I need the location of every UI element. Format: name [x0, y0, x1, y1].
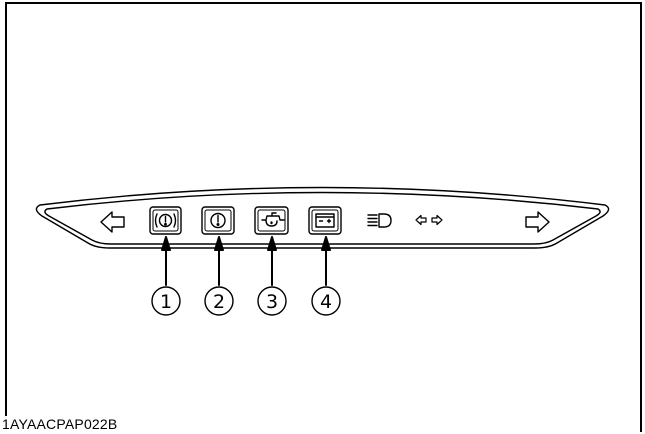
- leader-1-arrowhead: [161, 236, 171, 251]
- figure-frame: [5, 2, 642, 432]
- callout-circle-4: [311, 286, 341, 316]
- callout-number-3: 3: [266, 291, 278, 313]
- battery-charge-icon: [308, 206, 342, 235]
- callout-number-4: 4: [320, 291, 332, 313]
- turn-right-arrow-icon: [525, 211, 550, 233]
- leader-2-arrowhead: [214, 236, 224, 251]
- callout-number-1: 1: [160, 291, 172, 313]
- high-beam-icon: [367, 213, 392, 228]
- master-warning-icon: [201, 206, 235, 235]
- callout-leaders: [161, 236, 331, 286]
- leader-4-arrowhead: [321, 236, 331, 251]
- callout-circle-1: [151, 286, 181, 316]
- panel-outline: [35, 186, 610, 249]
- turn-left-arrow-icon: [100, 211, 125, 233]
- oil-pressure-icon: [254, 206, 289, 235]
- brake-warning-icon: [149, 206, 182, 235]
- figure-reference-code: 1AYAACPAP022B: [2, 416, 120, 432]
- hazard-arrows-icon: [415, 214, 443, 226]
- callout-circles: [151, 286, 341, 316]
- callout-circle-2: [204, 286, 234, 316]
- leader-3-arrowhead: [267, 236, 277, 251]
- callout-circle-3: [257, 286, 287, 316]
- callout-number-2: 2: [213, 291, 225, 313]
